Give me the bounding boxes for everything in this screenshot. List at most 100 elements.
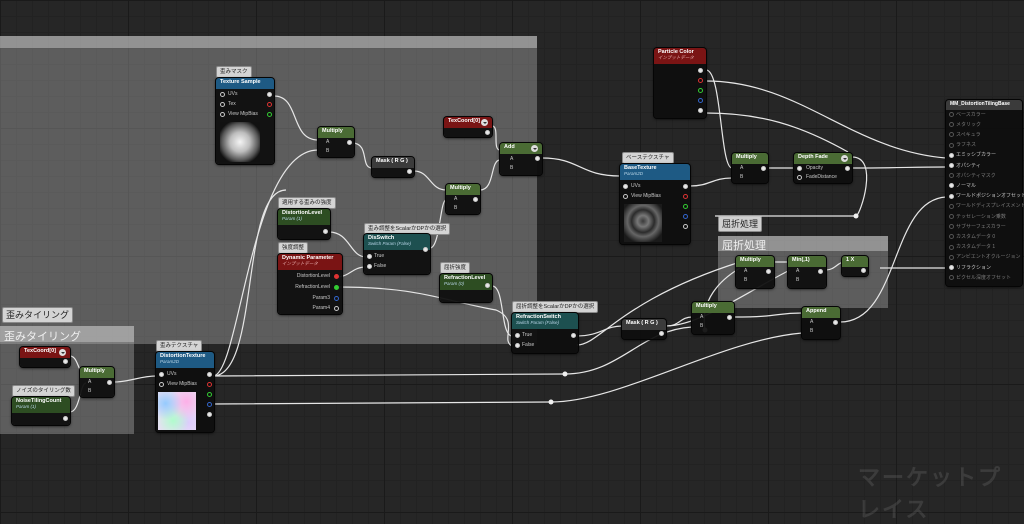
output-pin[interactable] <box>861 268 866 273</box>
multiply-node[interactable]: Multiply A B <box>446 184 480 214</box>
input-pin[interactable] <box>367 264 372 269</box>
output-pin[interactable] <box>63 416 68 421</box>
output-pin-green[interactable] <box>698 88 703 93</box>
result-input-pin[interactable] <box>949 193 954 199</box>
output-pin[interactable] <box>323 229 328 234</box>
multiply-node[interactable]: Multiply A B <box>318 127 354 157</box>
input-pin[interactable] <box>220 102 225 107</box>
refraction-level-param-node[interactable]: RefractionLevel Param (0) <box>440 274 492 302</box>
output-pin[interactable] <box>407 169 412 174</box>
output-pin-blue[interactable] <box>334 296 339 301</box>
input-pin[interactable] <box>623 184 628 189</box>
distortion-texture-node[interactable]: DistortionTexture Param2D UVs View MipBi… <box>156 352 214 432</box>
output-pin[interactable] <box>683 184 688 189</box>
collapse-toggle[interactable] <box>59 349 66 356</box>
collapse-toggle[interactable] <box>481 119 488 126</box>
output-pin[interactable] <box>761 166 766 171</box>
collapse-toggle[interactable] <box>841 155 848 162</box>
output-pin[interactable] <box>698 108 703 113</box>
multiply-node[interactable]: Multiply A B <box>80 367 114 397</box>
output-pin[interactable] <box>535 156 540 161</box>
result-input-pin[interactable] <box>949 234 954 240</box>
output-pin-green[interactable] <box>207 392 212 397</box>
result-input-pin[interactable] <box>949 163 954 168</box>
input-pin[interactable] <box>220 92 225 97</box>
output-pin-green[interactable] <box>267 112 272 117</box>
result-input-pin[interactable] <box>949 173 954 179</box>
texcoord-node[interactable]: TexCoord[0] <box>20 347 70 367</box>
particle-color-node[interactable]: Particle Color インプットデータ <box>654 48 706 118</box>
output-pin[interactable] <box>63 359 68 364</box>
result-input-pin[interactable] <box>949 214 954 219</box>
result-input-pin[interactable] <box>949 203 954 209</box>
output-pin-blue[interactable] <box>683 214 688 219</box>
noise-tiling-count-param-node[interactable]: NoiseTilingCount Param (1) <box>12 397 70 425</box>
min-node[interactable]: Min(,1) A B <box>788 256 826 288</box>
input-pin[interactable] <box>515 333 520 338</box>
result-input-pin[interactable] <box>949 132 954 138</box>
input-pin[interactable] <box>797 175 802 180</box>
input-pin[interactable] <box>220 112 225 117</box>
result-input-pin[interactable] <box>949 265 954 270</box>
dis-switch-node[interactable]: DisSwitch Switch Param (False) True Fals… <box>364 234 430 274</box>
input-pin[interactable] <box>623 194 628 199</box>
material-result-node[interactable]: MM_DistortionTilingBase ベースカラーメタリックスペキュラ… <box>946 100 1024 286</box>
output-pin[interactable] <box>267 92 272 97</box>
comment-header[interactable] <box>0 326 134 342</box>
result-input-pin[interactable] <box>949 275 954 281</box>
result-input-pin[interactable] <box>949 224 954 230</box>
output-pin[interactable] <box>347 140 352 145</box>
input-pin[interactable] <box>797 166 802 171</box>
multiply-node[interactable]: Multiply A B <box>736 256 774 288</box>
output-pin[interactable] <box>485 130 490 135</box>
output-pin[interactable] <box>818 269 823 274</box>
result-input-pin[interactable] <box>949 254 954 260</box>
depth-fade-node[interactable]: Depth Fade Opacity FadeDistance <box>794 153 852 183</box>
output-pin-blue[interactable] <box>207 402 212 407</box>
constant-node[interactable]: 1 X <box>842 256 868 276</box>
output-pin-blue[interactable] <box>698 98 703 103</box>
result-input-pin[interactable] <box>949 142 954 148</box>
output-pin-red[interactable] <box>683 194 688 199</box>
multiply-node[interactable]: Multiply A B <box>732 153 768 183</box>
texture-sample-node[interactable]: Texture Sample UVs Tex View MipBias <box>216 78 274 164</box>
append-node[interactable]: Append A B <box>802 307 840 339</box>
refraction-switch-node[interactable]: RefractionSwitch Switch Param (False) Tr… <box>512 313 578 353</box>
comment-header[interactable] <box>0 36 537 48</box>
multiply-node[interactable]: Multiply A B <box>692 302 734 334</box>
output-pin[interactable] <box>766 269 771 274</box>
add-node[interactable]: Add A B <box>500 143 542 175</box>
result-input-pin[interactable] <box>949 183 954 189</box>
mask-rg-node[interactable]: Mask ( R G ) <box>622 319 666 339</box>
input-pin[interactable] <box>159 382 164 387</box>
output-pin[interactable] <box>833 320 838 325</box>
output-pin-red[interactable] <box>334 274 339 279</box>
output-pin-red[interactable] <box>207 382 212 387</box>
output-pin[interactable] <box>334 306 339 311</box>
output-pin-green[interactable] <box>683 204 688 209</box>
output-pin[interactable] <box>107 380 112 385</box>
output-pin-red[interactable] <box>267 102 272 107</box>
output-pin[interactable] <box>207 372 212 377</box>
output-pin[interactable] <box>727 315 732 320</box>
distortion-level-param-node[interactable]: DistortionLevel Param (1) <box>278 209 330 239</box>
comment-header[interactable] <box>718 236 888 251</box>
output-pin[interactable] <box>698 68 703 73</box>
output-pin-green[interactable] <box>334 285 339 290</box>
result-input-pin[interactable] <box>949 152 954 158</box>
output-pin[interactable] <box>423 247 428 252</box>
output-pin[interactable] <box>683 224 688 229</box>
input-pin[interactable] <box>159 372 164 377</box>
output-pin[interactable] <box>485 283 490 288</box>
result-input-pin[interactable] <box>949 122 954 128</box>
input-pin[interactable] <box>367 254 372 259</box>
mask-rg-node[interactable]: Mask ( R G ) <box>372 157 414 177</box>
output-pin[interactable] <box>845 166 850 171</box>
result-input-pin[interactable] <box>949 112 954 117</box>
output-pin[interactable] <box>571 333 576 338</box>
output-pin-red[interactable] <box>698 78 703 83</box>
output-pin[interactable] <box>659 331 664 336</box>
input-pin[interactable] <box>515 343 520 348</box>
output-pin[interactable] <box>473 197 478 202</box>
collapse-toggle[interactable] <box>531 145 538 152</box>
